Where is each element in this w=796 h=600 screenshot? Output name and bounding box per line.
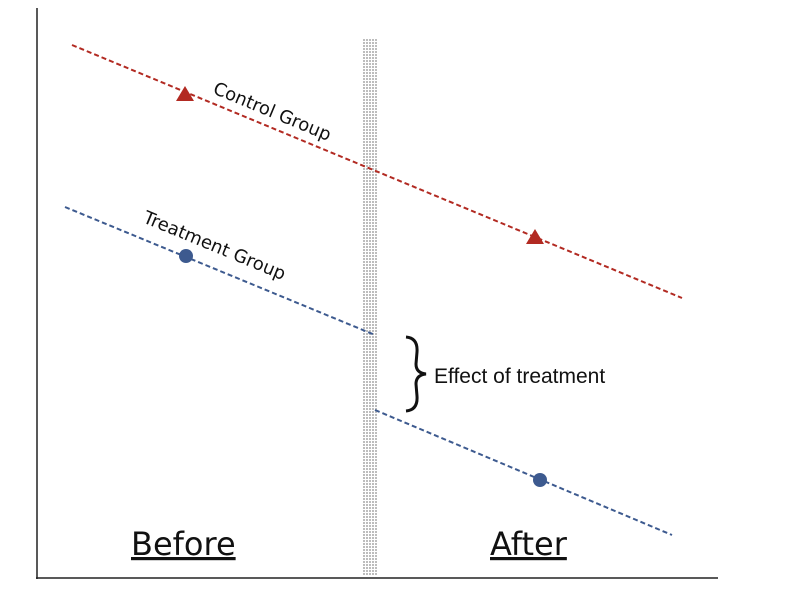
effect-label: Effect of treatment [434, 365, 605, 388]
control-group-line [71, 44, 683, 299]
after-label: After [490, 525, 568, 563]
before-label: Before [131, 525, 236, 563]
treatment-after-marker [533, 473, 547, 487]
treatment-after-line [374, 409, 673, 536]
control-group-label: Control Group [210, 78, 334, 145]
control-before-marker [176, 86, 194, 101]
intervention-divider [362, 38, 378, 576]
treatment-before-line [64, 206, 376, 336]
treatment-before-marker [179, 249, 193, 263]
control-after-marker [526, 229, 544, 244]
brace-icon [405, 335, 427, 413]
